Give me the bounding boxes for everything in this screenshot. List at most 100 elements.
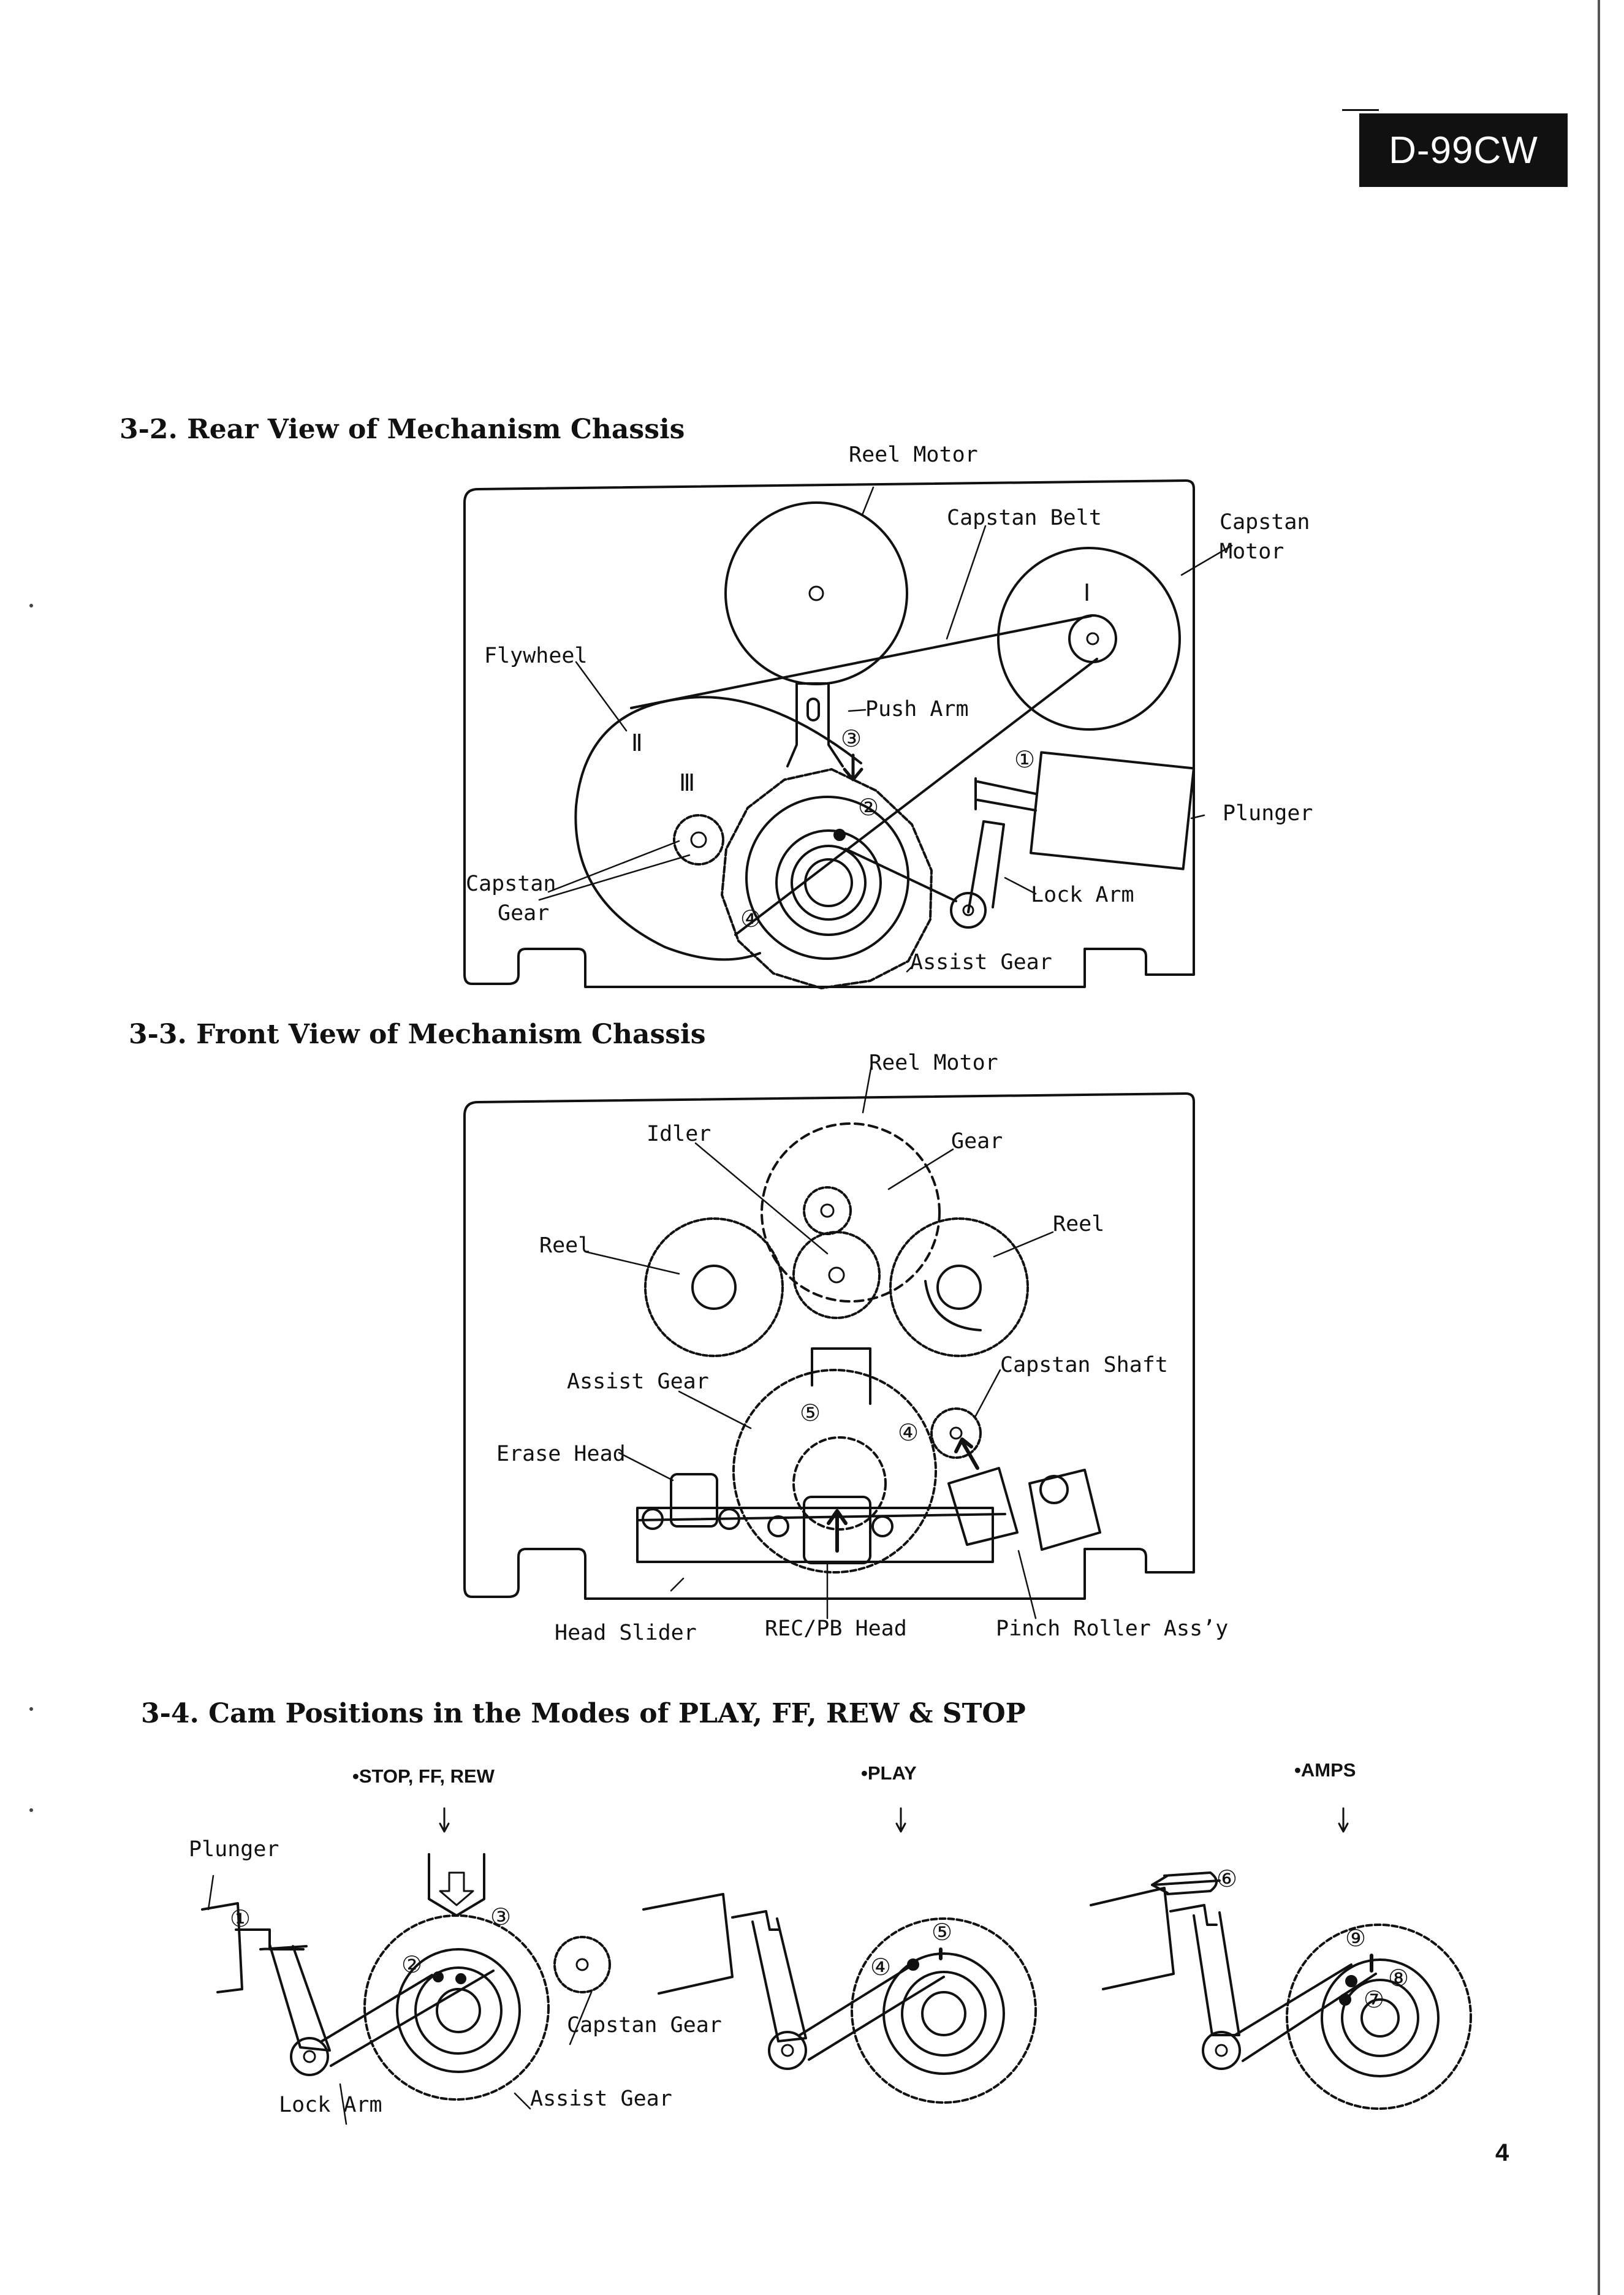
amps-cam-mid <box>1341 1979 1419 2057</box>
label-capstan-gear-2: Gear <box>498 901 550 926</box>
label-cam-assist-gear: Assist Gear <box>530 2087 672 2111</box>
label-capstan-shaft: Capstan Shaft <box>1000 1353 1168 1377</box>
play-cam-inner <box>921 1991 966 2036</box>
amps-arm-link <box>1232 1963 1377 2062</box>
label-capstan-gear-1: Capstan <box>466 872 556 896</box>
rear-marker-I: Ⅰ <box>1083 579 1090 606</box>
reel-right-gear <box>889 1217 1029 1357</box>
plunger-rod <box>974 777 1037 812</box>
idler-gear <box>792 1231 881 1319</box>
play-plunger-rod <box>731 1910 780 1931</box>
cam-marker-7: ⑦ <box>1364 1986 1384 2013</box>
front-gear-small <box>803 1186 852 1235</box>
cam-ring-mid <box>791 845 867 921</box>
stop-push-guide <box>428 1853 485 1917</box>
amps-mode-arrow <box>1338 1807 1349 1833</box>
screw-left <box>642 1508 664 1530</box>
stop-cam-inner <box>436 1988 481 2033</box>
lock-arm-pivot-center <box>962 904 974 916</box>
rear-marker-2: ② <box>858 794 879 821</box>
play-lock-arm <box>751 1917 807 2042</box>
front-chassis-outline <box>463 1092 1195 1600</box>
rear-marker-II: Ⅱ <box>631 729 643 756</box>
amps-cam-pin-b <box>1339 1993 1351 2006</box>
section-title-front: 3-3. Front View of Mechanism Chassis <box>129 1019 706 1050</box>
capstan-motor-center <box>1086 632 1099 645</box>
plunger-body <box>1030 751 1195 870</box>
assist-gear <box>721 768 933 989</box>
label-rear-reel-motor: Reel Motor <box>849 443 978 467</box>
margin-dot <box>29 1707 33 1711</box>
capstan-gear-small <box>673 814 724 866</box>
capstan-gear-center <box>690 831 707 848</box>
screw-a <box>767 1515 789 1537</box>
cam-marker-1: ① <box>230 1905 251 1932</box>
capstan-push-arrow <box>954 1437 979 1470</box>
amps-plunger-rod <box>1169 1904 1218 1926</box>
stop-plunger <box>201 1902 243 1993</box>
mode-amps: •AMPS <box>1294 1759 1356 1781</box>
cam-pin <box>833 829 846 841</box>
erase-head <box>670 1473 718 1528</box>
amps-slide-rod <box>1163 1871 1218 1895</box>
page-edge-line <box>1598 0 1600 2295</box>
cam-play-diagram <box>642 1807 1037 2104</box>
section-title-cam: 3-4. Cam Positions in the Modes of PLAY,… <box>141 1698 1026 1729</box>
flywheel <box>574 696 862 961</box>
rear-chassis-outline <box>463 479 1195 988</box>
recpb-arrow <box>827 1509 848 1553</box>
front-leaders <box>584 1064 1054 1619</box>
front-view-diagram <box>463 1064 1195 1619</box>
badge-rule <box>1342 109 1379 111</box>
label-front-reel-motor: Reel Motor <box>869 1051 998 1075</box>
capstan-shaft <box>930 1407 982 1459</box>
stop-lock-pivot-center <box>303 2050 316 2063</box>
mode-stop-ff-rew: •STOP, FF, REW <box>352 1765 495 1787</box>
label-cam-capstan-gear: Capstan Gear <box>567 2013 722 2038</box>
label-erase-head: Erase Head <box>496 1442 626 1466</box>
stop-cam-pin-b <box>455 1973 466 1984</box>
rear-leaders <box>538 486 1233 973</box>
label-cam-plunger: Plunger <box>189 1837 279 1862</box>
stop-cam-outer <box>396 1948 521 2073</box>
amps-cam-pin-a <box>1345 1975 1357 1987</box>
play-cam-pin <box>907 1958 919 1971</box>
label-lock-arm: Lock Arm <box>1031 883 1134 907</box>
capstan-belt <box>630 615 1098 936</box>
label-rear-assist-gear: Assist Gear <box>910 950 1052 975</box>
front-gear-center <box>820 1203 835 1218</box>
label-reel-right: Reel <box>1053 1212 1105 1236</box>
cam-stop-diagram <box>201 1807 611 2125</box>
stop-cam-mid <box>414 1966 503 2055</box>
rear-marker-III: Ⅲ <box>679 769 695 796</box>
amps-plunger <box>1090 1887 1175 1990</box>
screw-mid <box>718 1508 740 1530</box>
label-gear: Gear <box>951 1129 1003 1154</box>
amps-lock-arm <box>1193 1911 1240 2036</box>
play-plunger <box>642 1893 734 1995</box>
cam-marker-6: ⑥ <box>1216 1865 1237 1892</box>
cam-marker-2: ② <box>401 1951 422 1978</box>
reel-right-hub <box>936 1265 982 1310</box>
amps-lock-pivot-center <box>1215 2044 1228 2057</box>
push-arm-slot <box>806 698 820 721</box>
stop-mode-arrow <box>439 1807 450 1833</box>
label-push-arm: Push Arm <box>865 697 969 721</box>
label-front-assist-gear: Assist Gear <box>567 1369 709 1394</box>
amps-cam-inner <box>1360 1998 1400 2038</box>
capstan-motor-disc <box>997 547 1181 731</box>
reel-right-arc <box>924 1280 982 1331</box>
label-idler: Idler <box>647 1122 711 1146</box>
label-capstan-motor-2: Motor <box>1220 539 1284 564</box>
cam-hub <box>804 858 853 907</box>
label-reel-left: Reel <box>539 1233 591 1258</box>
play-mode-arrow <box>895 1807 906 1833</box>
section-title-rear: 3-2. Rear View of Mechanism Chassis <box>120 414 685 445</box>
rear-view-diagram <box>463 479 1233 989</box>
stop-down-arrow <box>439 1871 474 1906</box>
amps-slide-arrow <box>1151 1874 1221 1894</box>
cam-marker-9: ⑨ <box>1345 1925 1366 1952</box>
label-flywheel: Flywheel <box>484 644 588 668</box>
push-arrow <box>843 753 863 782</box>
stop-cam-pin-a <box>433 1971 444 1982</box>
